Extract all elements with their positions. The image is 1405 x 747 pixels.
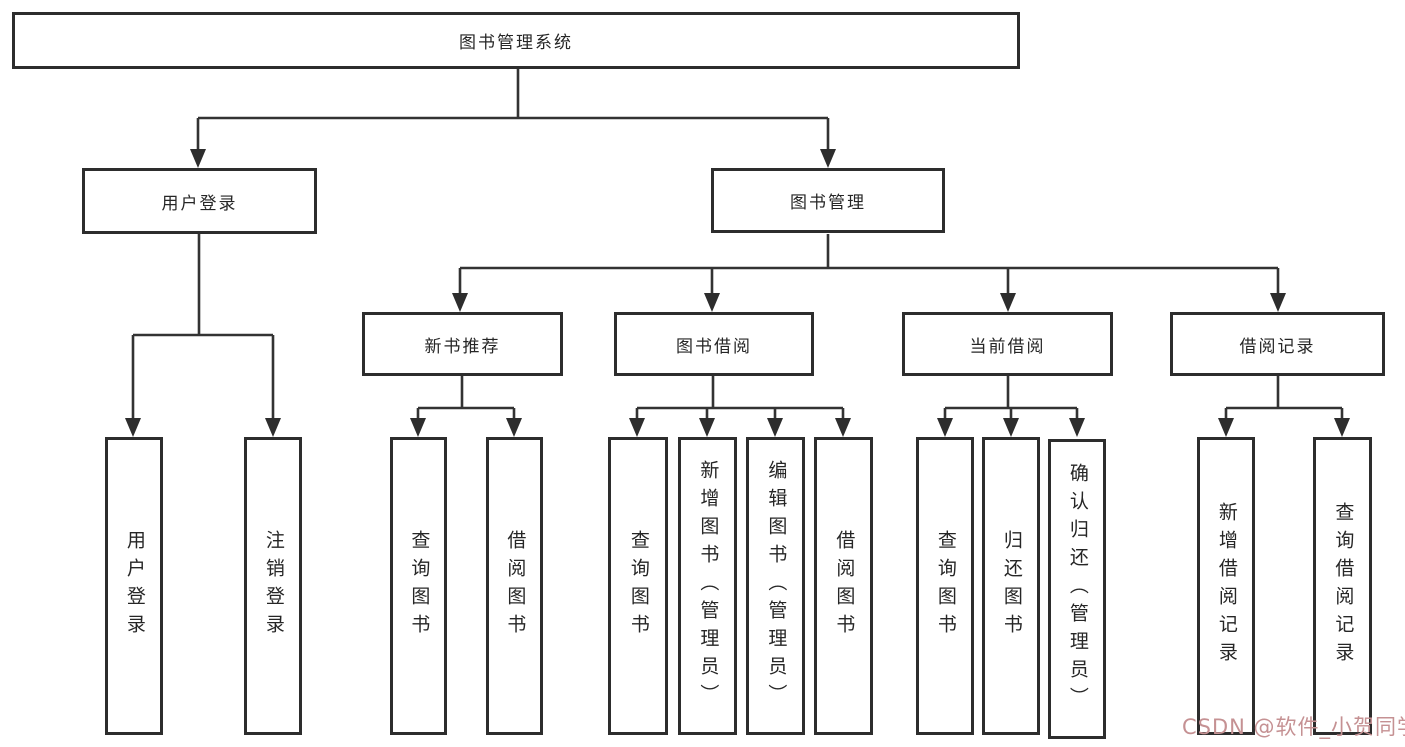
leaf-query-books-recommend: 查询图书 — [390, 437, 447, 735]
leaf-query-books-borrow: 查询图书 — [608, 437, 668, 735]
leaf-borrow-books: 借阅图书 — [814, 437, 873, 735]
leaf-label: 归还图书 — [1000, 530, 1023, 642]
leaf-label: 查询借阅记录 — [1332, 502, 1355, 670]
leaf-label: 查询图书 — [627, 530, 650, 642]
leaf-label: 新增借阅记录 — [1215, 502, 1238, 670]
csdn-watermark: CSDN @软件_小贺同学 — [1182, 715, 1405, 739]
leaf-label: 新增图书（管理员） — [697, 460, 720, 712]
node-user-login: 用户登录 — [82, 168, 317, 234]
leaf-label: 注销登录 — [262, 530, 285, 642]
node-book-borrow: 图书借阅 — [614, 312, 814, 376]
leaf-edit-book-admin: 编辑图书（管理员） — [746, 437, 805, 735]
node-current-borrow: 当前借阅 — [902, 312, 1113, 376]
leaf-add-borrow-record: 新增借阅记录 — [1197, 437, 1255, 735]
leaf-label: 用户登录 — [123, 530, 146, 642]
leaf-label: 查询图书 — [934, 530, 957, 642]
leaf-query-books-current: 查询图书 — [916, 437, 974, 735]
leaf-query-borrow-record: 查询借阅记录 — [1313, 437, 1372, 735]
leaf-label: 查询图书 — [408, 530, 431, 642]
leaf-label: 确认归还（管理员） — [1066, 463, 1089, 715]
leaf-user-login: 用户登录 — [105, 437, 163, 735]
leaf-label: 借阅图书 — [833, 530, 856, 642]
node-new-book-recommend: 新书推荐 — [362, 312, 563, 376]
leaf-label: 编辑图书（管理员） — [765, 460, 788, 712]
leaf-add-book-admin: 新增图书（管理员） — [678, 437, 737, 735]
leaf-borrow-books-recommend: 借阅图书 — [486, 437, 543, 735]
node-borrow-records: 借阅记录 — [1170, 312, 1385, 376]
leaf-label: 借阅图书 — [504, 530, 527, 642]
leaf-return-books: 归还图书 — [982, 437, 1040, 735]
arrowheads — [125, 149, 1350, 437]
leaf-confirm-return-admin: 确认归还（管理员） — [1048, 439, 1106, 739]
leaf-logout: 注销登录 — [244, 437, 302, 735]
node-book-management: 图书管理 — [711, 168, 945, 233]
node-library-system: 图书管理系统 — [12, 12, 1020, 69]
